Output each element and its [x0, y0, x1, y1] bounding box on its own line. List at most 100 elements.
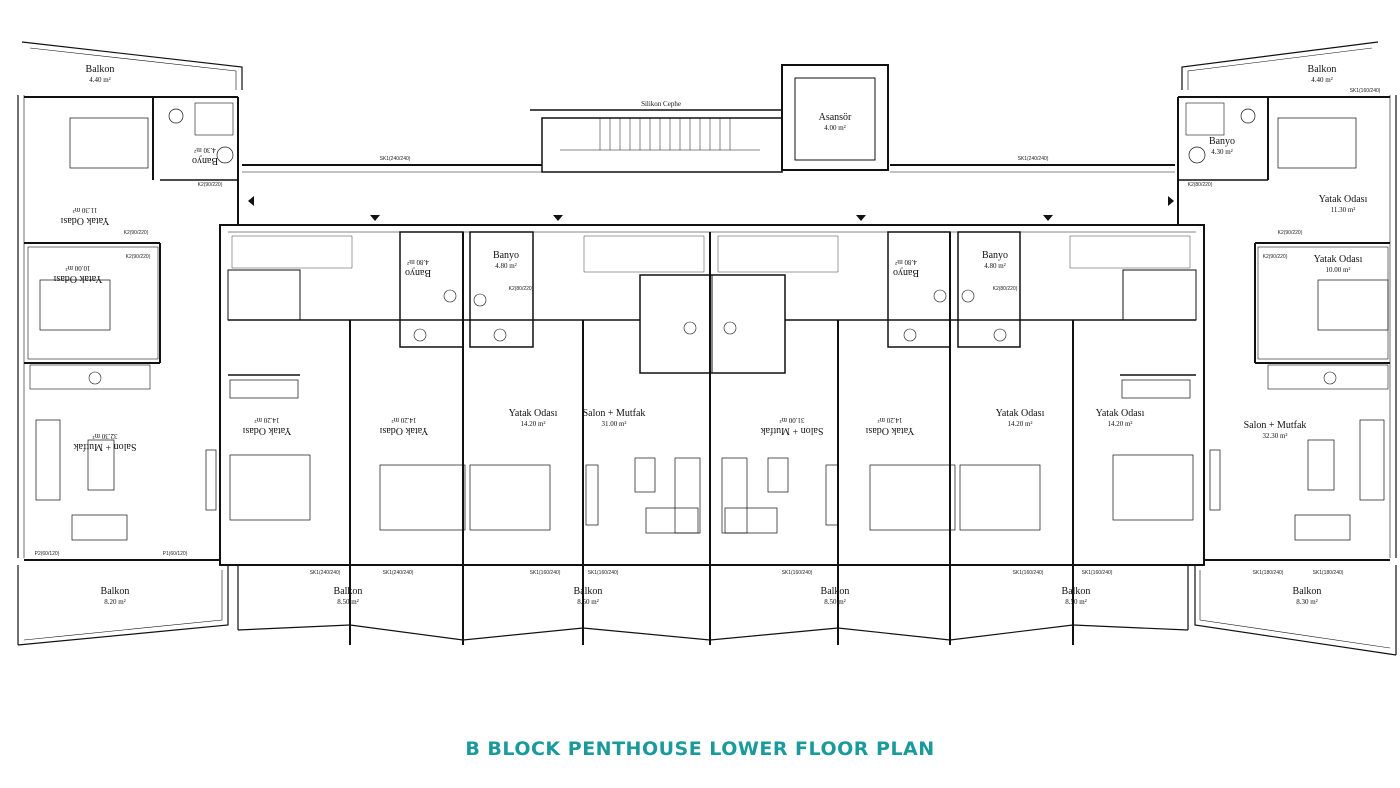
room-name: Yatak Odası: [865, 425, 914, 436]
room-area: 31.00 m²: [779, 416, 804, 424]
room-name: Yatak Odası: [1314, 254, 1363, 265]
room-area: 10.00 m²: [1325, 266, 1350, 274]
opening-code: SK1(180/240): [1253, 570, 1284, 576]
room-name: Balkon: [574, 586, 603, 597]
opening-code: SK1(160/240): [782, 570, 813, 576]
room-area: 32.30 m²: [1262, 432, 1287, 440]
room-name: Banyo: [982, 250, 1008, 261]
room-name: Yatak Odası: [1096, 408, 1145, 419]
opening-code: SK1(160/240): [1013, 570, 1044, 576]
room-area: 4.80 m²: [407, 258, 429, 266]
room-area: 4.80 m²: [495, 262, 517, 270]
room-area: 4.30 m²: [194, 146, 216, 154]
room-name: Salon + Mutfak: [583, 408, 646, 419]
room-name: Balkon: [821, 586, 850, 597]
opening-code: SK1(240/240): [1018, 156, 1049, 162]
room-area: 14.20 m²: [1107, 420, 1132, 428]
room-name: Balkon: [86, 64, 115, 75]
opening-code: SK1(160/240): [1082, 570, 1113, 576]
opening-code: P1(60/120): [163, 551, 188, 557]
room-area: 10.00 m²: [65, 264, 90, 272]
room-name: Yatak Odası: [379, 425, 428, 436]
room-area: 11.30 m²: [73, 206, 98, 214]
room-name: Yatak Odası: [509, 408, 558, 419]
opening-code: SK1(240/240): [380, 156, 411, 162]
room-area: 4.80 m²: [895, 258, 917, 266]
room-name: Salon + Mutfak: [761, 425, 824, 436]
room-area: 8.50 m²: [577, 598, 599, 606]
room-name: Balkon: [1308, 64, 1337, 75]
room-name: Banyo: [493, 250, 519, 261]
room-name: Balkon: [101, 586, 130, 597]
room-area: 14.20 m²: [254, 416, 279, 424]
room-area: 4.30 m²: [1211, 148, 1233, 156]
opening-code: K2(80/220): [509, 286, 534, 292]
opening-code: SK1(240/240): [310, 570, 341, 576]
room-name: Banyo: [1209, 136, 1235, 147]
room-name: Yatak Odası: [60, 215, 109, 226]
room-area: 8.50 m²: [337, 598, 359, 606]
opening-code: K2(90/220): [126, 254, 151, 260]
room-name: Salon + Mutfak: [1244, 420, 1307, 431]
opening-code: K2(80/220): [1188, 182, 1213, 188]
room-name: Salon + Mutfak: [74, 441, 137, 452]
room-area: 32.30 m²: [92, 432, 117, 440]
opening-code: SK1(160/240): [1350, 88, 1381, 94]
plan-title: B BLOCK PENTHOUSE LOWER FLOOR PLAN: [465, 738, 935, 760]
elevator-name: Asansör: [819, 112, 852, 123]
room-area: 4.40 m²: [89, 76, 111, 84]
room-area: 8.50 m²: [824, 598, 846, 606]
opening-code: K2(90/220): [198, 182, 223, 188]
room-name: Yatak Odası: [242, 425, 291, 436]
opening-codes: SK1(240/240) SK1(240/240) SK1(160/240) SK1(…: [35, 88, 1381, 576]
opening-code: SK1(160/240): [530, 570, 561, 576]
opening-code: SK1(160/240): [588, 570, 619, 576]
opening-code: K2(90/220): [1263, 254, 1288, 260]
room-name: Yatak Odası: [1319, 194, 1368, 205]
room-name: Banyo: [893, 267, 919, 278]
room-area: 14.20 m²: [520, 420, 545, 428]
room-name: Balkon: [1062, 586, 1091, 597]
opening-code: SK1(180/240): [1313, 570, 1344, 576]
room-name: Balkon: [334, 586, 363, 597]
room-name: Balkon: [1293, 586, 1322, 597]
room-name: Banyo: [192, 155, 218, 166]
facade-label: Silikon Cephe: [641, 100, 681, 108]
room-area: 8.20 m²: [104, 598, 126, 606]
room-area: 8.30 m²: [1296, 598, 1318, 606]
elevator-area: 4.00 m²: [824, 124, 846, 132]
room-area: 31.00 m²: [601, 420, 626, 428]
room-area: 8.50 m²: [1065, 598, 1087, 606]
opening-code: K2(90/220): [1278, 230, 1303, 236]
room-name: Yatak Odası: [996, 408, 1045, 419]
room-area: 4.40 m²: [1311, 76, 1333, 84]
room-area: 4.80 m²: [984, 262, 1006, 270]
